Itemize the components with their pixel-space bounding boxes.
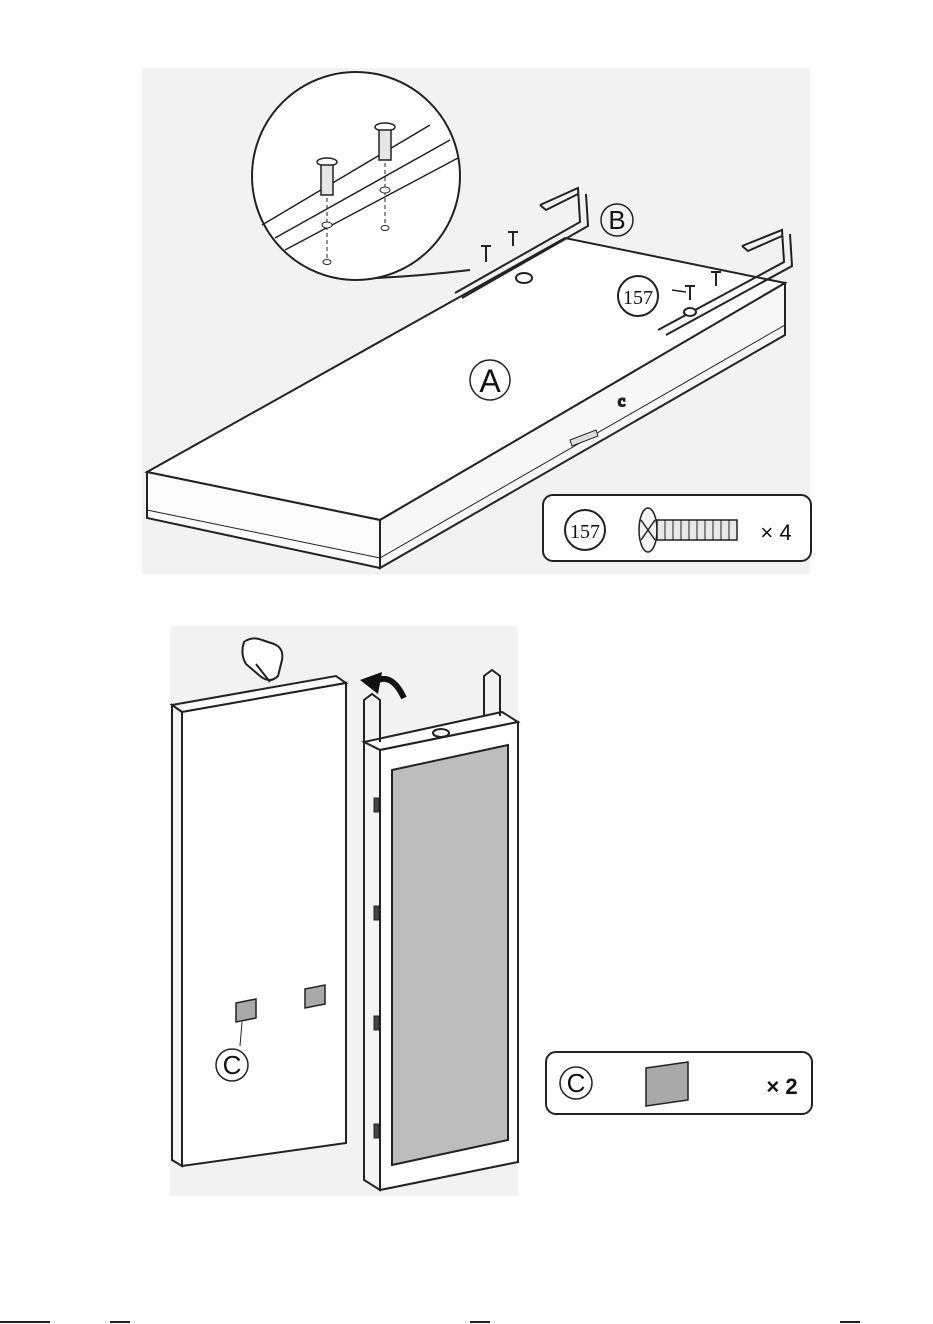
- svg-text:C: C: [223, 1050, 242, 1080]
- svg-text:× 2: × 2: [766, 1074, 797, 1099]
- mirror-cabinet: [364, 712, 518, 1190]
- parts-box-157: 157 × 4: [543, 495, 811, 561]
- pad-on-panel-left: [236, 999, 256, 1022]
- svg-text:A: A: [479, 363, 501, 399]
- back-panel: [172, 676, 346, 1166]
- screw-callout-157: 157: [618, 276, 658, 316]
- svg-text:B: B: [608, 205, 625, 235]
- svg-text:157: 157: [623, 287, 653, 309]
- label-c: C: [216, 1049, 248, 1081]
- svg-text:157: 157: [570, 521, 600, 543]
- keyhole-mark: c: [618, 393, 625, 410]
- svg-text:C: C: [567, 1068, 586, 1098]
- mirror-glass: [392, 745, 508, 1165]
- pad-on-panel-right: [305, 985, 325, 1008]
- adhesive-pad-icon: [646, 1062, 688, 1106]
- parts-box-c: C × 2: [546, 1052, 812, 1114]
- svg-text:× 4: × 4: [760, 520, 791, 545]
- step2-illustration: C: [170, 626, 518, 1196]
